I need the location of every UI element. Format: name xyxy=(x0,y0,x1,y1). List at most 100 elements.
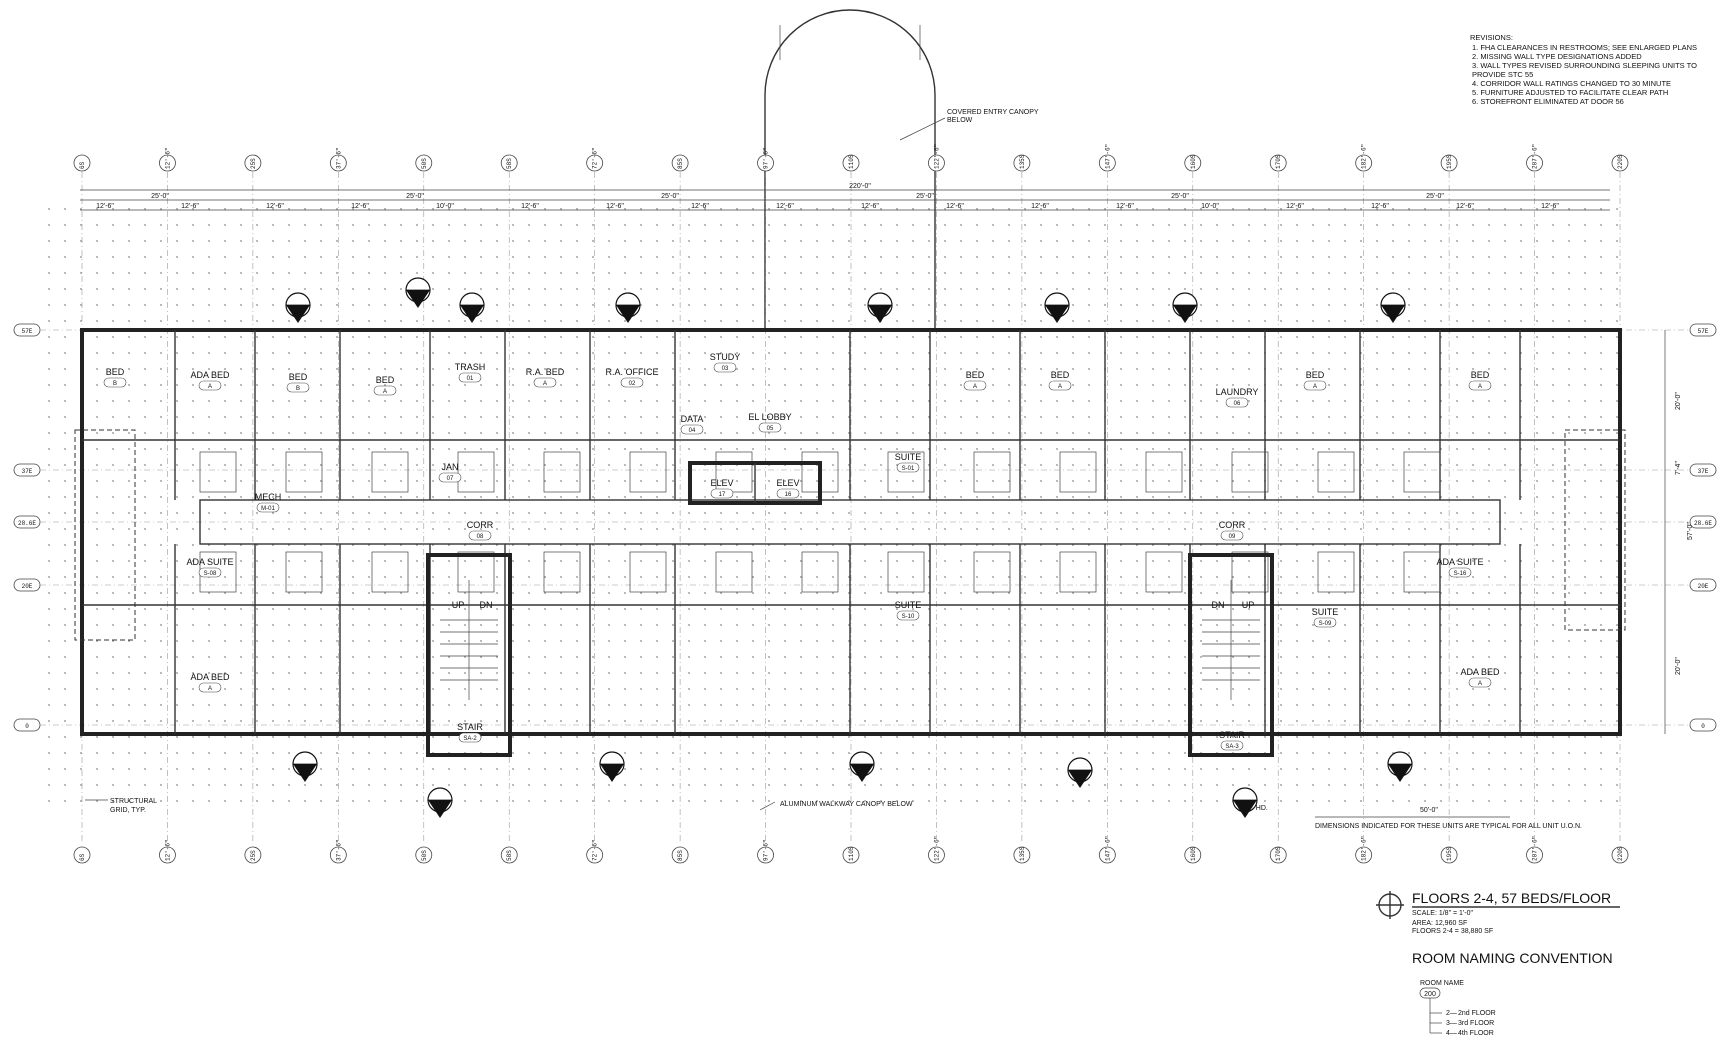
grid-bubble-label: 6S xyxy=(79,853,86,861)
grid-bubble-label: 25S xyxy=(250,158,257,169)
grid-bubble xyxy=(1098,154,1116,172)
bath-box xyxy=(1231,551,1269,593)
room-number-tag xyxy=(776,488,800,499)
grid-bubble-label: 37'-6" xyxy=(335,147,342,169)
walkway-canopy-note: ALUMINUM WALKWAY CANOPY BELOW xyxy=(780,801,913,808)
sheet-title: FLOORS 2-4, 57 BEDS/FLOOR xyxy=(1412,890,1611,906)
room-name: EL LOBBY xyxy=(748,412,791,422)
structural-grid-note-1: STRUCTURAL xyxy=(110,798,157,805)
naming-floor-4: 4— xyxy=(1446,1030,1457,1037)
grid-bubble xyxy=(244,846,262,864)
room-number: A xyxy=(543,381,547,387)
room-name: R.A. BED xyxy=(526,367,565,377)
dim-top: 25'-0" xyxy=(1171,193,1189,200)
dim-second: 12'-6" xyxy=(266,203,284,210)
grid-bubble-label: 195S xyxy=(1446,154,1453,169)
grid-bubble-label: 147'-6" xyxy=(1104,836,1111,861)
canopy-note-line1: COVERED ENTRY CANOPY xyxy=(947,109,1039,116)
grid-bubble-label: 195S xyxy=(1446,846,1453,861)
room-number: S-09 xyxy=(1319,621,1332,627)
section-marker-arrow xyxy=(850,764,874,782)
room-number: A xyxy=(208,686,212,692)
room-name: STAIR xyxy=(1219,730,1245,740)
bath-box xyxy=(1059,551,1097,593)
room-number-tag xyxy=(713,362,737,373)
grid-bubble-label: 72'-6" xyxy=(592,147,599,169)
room-number: B xyxy=(113,381,117,387)
bath-box xyxy=(371,551,409,593)
room-name: ELEV xyxy=(776,478,799,488)
opp-hd-note: OPP. HD. xyxy=(1238,805,1268,812)
bath-box xyxy=(973,451,1011,493)
room-number-tag xyxy=(1048,380,1072,391)
grid-bubble-label: 97'-6" xyxy=(763,839,770,861)
grid-bubble xyxy=(1440,154,1458,172)
left-grid-label: 20E xyxy=(22,583,33,590)
room-number-tag xyxy=(1313,617,1337,628)
grid-bubble-label: 182'-6" xyxy=(1361,836,1368,861)
room-number: 05 xyxy=(767,426,774,432)
grid-bubble-label: 122'-6" xyxy=(933,144,940,169)
typical-units-note: DIMENSIONS INDICATED FOR THESE UNITS ARE… xyxy=(1315,823,1582,830)
dim-second: 12'-6" xyxy=(521,203,539,210)
grid-bubble xyxy=(1184,846,1202,864)
grid-bubble xyxy=(842,154,860,172)
overall-dimension: 220'-0" xyxy=(849,183,871,190)
dim-second: 12'-6" xyxy=(861,203,879,210)
right-dim-4: 20'-0" xyxy=(1675,657,1682,675)
grid-bubble xyxy=(1184,154,1202,172)
room-name: R.A. OFFICE xyxy=(605,367,658,377)
naming-convention-title: ROOM NAMING CONVENTION xyxy=(1412,950,1613,966)
dim-second: 12'-6" xyxy=(1031,203,1049,210)
room-name: ADA SUITE xyxy=(186,557,233,567)
grid-bubble-label: 72'-6" xyxy=(592,839,599,861)
right-dimensions: 20'-0" 7'-4" 57'-0" 20'-0" xyxy=(1664,330,1694,734)
dim-second: 12'-6" xyxy=(1116,203,1134,210)
grid-bubble-label: 110S xyxy=(848,154,855,169)
right-grid-label: 28.6E xyxy=(1694,520,1712,527)
left-grid-label: 0 xyxy=(25,723,29,730)
room-name: BED xyxy=(966,370,985,380)
bath-box xyxy=(543,551,581,593)
right-grid-label: 57E xyxy=(1698,328,1709,335)
stair-east-treads xyxy=(1202,580,1260,700)
right-grid-bubble xyxy=(1689,718,1717,732)
revisions-block: REVISIONS: 1. FHA CLEARANCES IN RESTROOM… xyxy=(1470,33,1697,106)
grid-bubble xyxy=(1098,846,1116,864)
room-number: 03 xyxy=(722,366,729,372)
room-number: 04 xyxy=(689,428,696,434)
dim-second: 12'-6" xyxy=(1456,203,1474,210)
grid-bubble-label: 50S xyxy=(421,158,428,169)
revision-1: 1. FHA CLEARANCES IN RESTROOMS; SEE ENLA… xyxy=(1472,43,1697,52)
bath-box xyxy=(1317,551,1355,593)
grid-bubble xyxy=(73,846,91,864)
bath-box xyxy=(887,551,925,593)
naming-floor-4-label: 4th FLOOR xyxy=(1458,1030,1494,1037)
room-number-tag xyxy=(198,380,222,391)
left-grid-label: 28.6E xyxy=(18,520,36,527)
grid-bubble xyxy=(1611,846,1629,864)
room-number: A xyxy=(973,384,977,390)
grid-bubble xyxy=(586,154,604,172)
room-name: SUITE xyxy=(1312,607,1339,617)
bath-box xyxy=(285,451,323,493)
naming-room-name: ROOM NAME xyxy=(1420,980,1464,987)
room-name: TRASH xyxy=(455,362,486,372)
room-number: S-16 xyxy=(1454,571,1467,577)
canopy-note-line2: BELOW xyxy=(947,117,973,124)
room-name: BED xyxy=(289,372,308,382)
section-marker-arrow xyxy=(1068,770,1092,788)
room-name: ADA BED xyxy=(190,672,230,682)
revision-2: 2. MISSING WALL TYPE DESIGNATIONS ADDED xyxy=(1472,52,1642,61)
section-marker-arrow xyxy=(460,305,484,323)
entry-canopy-arch xyxy=(764,9,936,330)
grid-bubble-label: 97'-6" xyxy=(763,147,770,169)
left-grid-label: 57E xyxy=(22,328,33,335)
right-grid-bubble xyxy=(1689,515,1717,529)
room-name: JAN xyxy=(441,462,458,472)
section-marker-arrow xyxy=(1381,305,1405,323)
room-number: S-01 xyxy=(902,466,915,472)
grid-bubble-label: 58S xyxy=(506,158,513,169)
room-number-tag xyxy=(286,382,310,393)
dim-top: 25'-0" xyxy=(1426,193,1444,200)
